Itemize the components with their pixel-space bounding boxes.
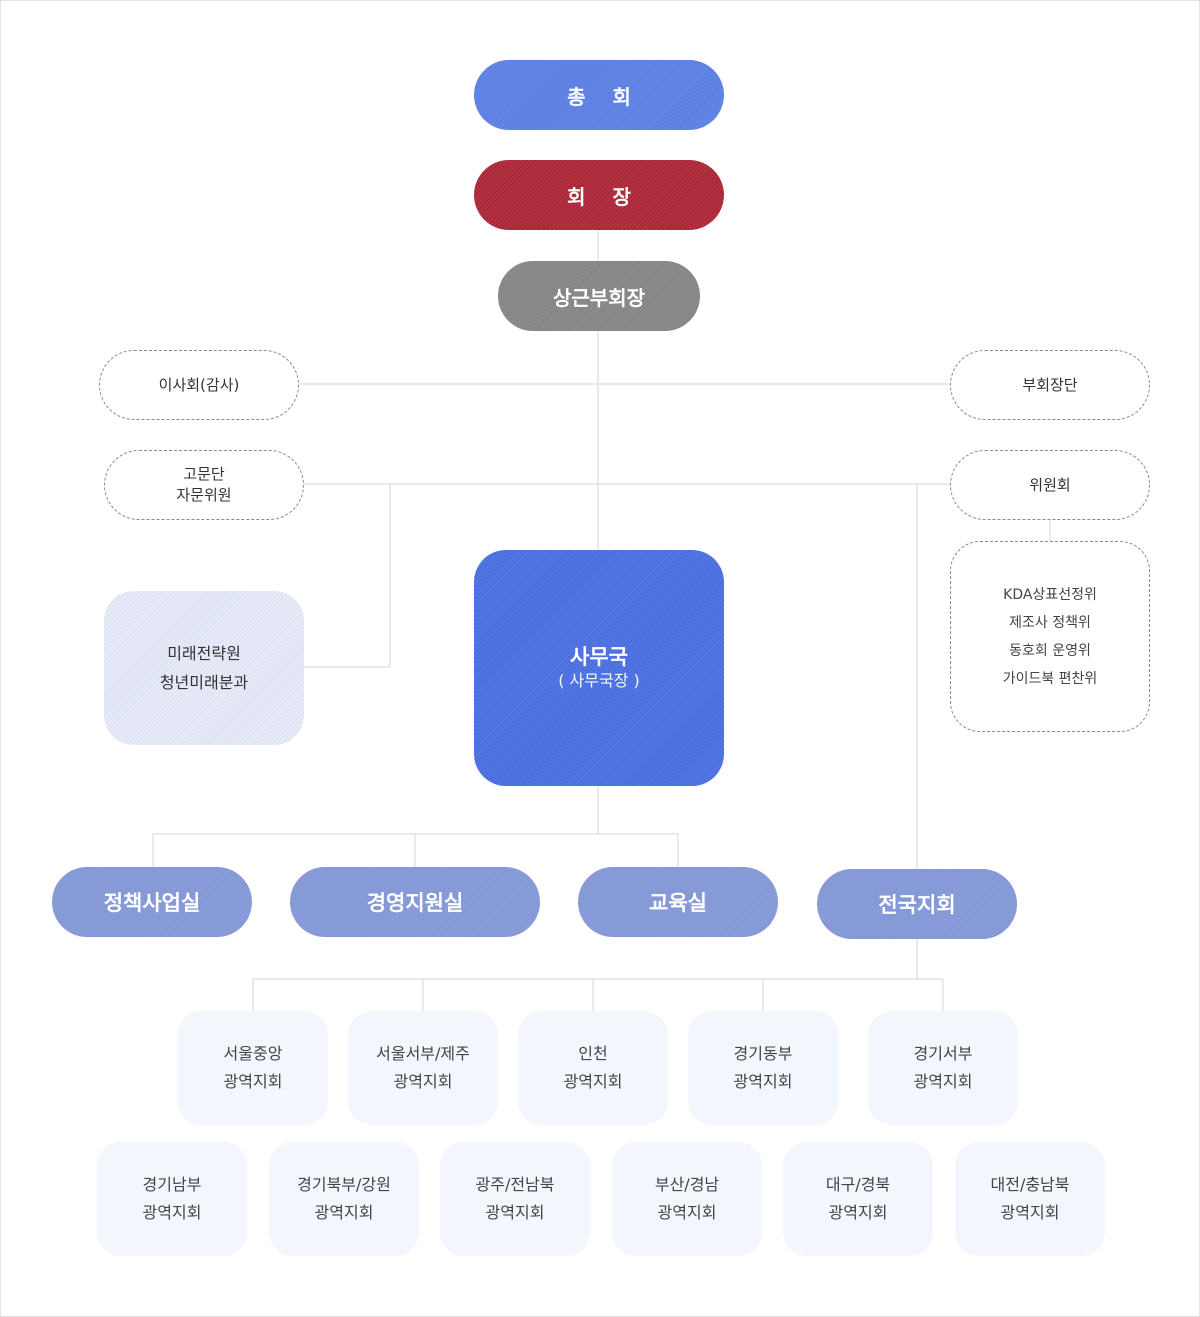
branch-type: 광역지회 xyxy=(393,1072,453,1091)
national-branches-node: 전국지회 xyxy=(817,869,1017,939)
branch-node: 경기동부 광역지회 xyxy=(688,1011,838,1125)
branch-node: 부산/경남 광역지회 xyxy=(612,1142,762,1256)
board-label: 이사회(감사) xyxy=(158,375,240,394)
branch-type: 광역지회 xyxy=(1000,1203,1060,1222)
department-label: 교육실 xyxy=(649,891,707,915)
branch-type: 광역지회 xyxy=(485,1203,545,1222)
branch-name: 서울서부/제주 xyxy=(376,1044,470,1063)
future-label-line2: 청년미래분과 xyxy=(159,673,249,692)
secretariat-subtitle: ( 사무국장 ) xyxy=(558,671,640,690)
vice-presidents-label: 부회장단 xyxy=(1022,375,1078,394)
department-policy-node: 정책사업실 xyxy=(52,867,252,937)
advisors-label-line2: 자문위원 xyxy=(176,486,232,504)
branch-node: 경기서부 광역지회 xyxy=(868,1011,1018,1125)
committee-item: 동호회 운영위 xyxy=(1009,642,1091,659)
branch-name: 대구/경북 xyxy=(825,1175,891,1194)
branch-node: 경기남부 광역지회 xyxy=(97,1142,247,1256)
advisors-node: 고문단 자문위원 xyxy=(104,450,304,520)
department-label: 경영지원실 xyxy=(366,891,464,915)
general-assembly-label: 총 회 xyxy=(567,84,641,109)
branch-name: 인천 xyxy=(578,1044,608,1063)
branch-name: 경기동부 xyxy=(733,1044,793,1063)
board-node: 이사회(감사) xyxy=(99,350,299,420)
branch-type: 광역지회 xyxy=(142,1203,202,1222)
secretariat-title: 사무국 xyxy=(570,645,628,669)
general-assembly-node: 총 회 xyxy=(474,60,724,130)
department-education-node: 교육실 xyxy=(578,867,778,937)
committee-node: 위원회 xyxy=(950,450,1150,520)
advisors-label-line1: 고문단 xyxy=(183,465,225,483)
national-branches-label: 전국지회 xyxy=(878,893,956,917)
president-node: 회 장 xyxy=(474,160,724,230)
branch-type: 광역지회 xyxy=(223,1072,283,1091)
branch-node: 인천 광역지회 xyxy=(518,1011,668,1125)
committee-item: 제조사 정책위 xyxy=(1009,614,1091,631)
standing-vp-label: 상근부회장 xyxy=(553,285,645,310)
president-label: 회 장 xyxy=(567,184,641,209)
branch-name: 대전/충남북 xyxy=(990,1175,1070,1194)
future-strategy-node: 미래전략원 청년미래분과 xyxy=(104,591,304,745)
branch-type: 광역지회 xyxy=(657,1203,717,1222)
department-management-node: 경영지원실 xyxy=(290,867,540,937)
vice-presidents-node: 부회장단 xyxy=(950,350,1150,420)
branch-type: 광역지회 xyxy=(563,1072,623,1091)
branch-type: 광역지회 xyxy=(314,1203,374,1222)
future-label-line1: 미래전략원 xyxy=(167,644,241,663)
branch-name: 경기남부 xyxy=(142,1175,202,1194)
branch-name: 경기서부 xyxy=(913,1044,973,1063)
committee-item: KDA상표선정위 xyxy=(1003,586,1097,603)
department-label: 정책사업실 xyxy=(103,891,201,915)
branch-name: 서울중앙 xyxy=(223,1044,283,1063)
branch-type: 광역지회 xyxy=(733,1072,793,1091)
committee-list-box: KDA상표선정위 제조사 정책위 동호회 운영위 가이드북 편찬위 xyxy=(950,541,1150,732)
standing-vp-node: 상근부회장 xyxy=(498,261,700,331)
branch-name: 광주/전남북 xyxy=(475,1175,555,1194)
branch-type: 광역지회 xyxy=(913,1072,973,1091)
branch-node: 서울서부/제주 광역지회 xyxy=(348,1011,498,1125)
branch-node: 경기북부/강원 광역지회 xyxy=(269,1142,419,1256)
branch-name: 부산/경남 xyxy=(654,1175,720,1194)
connector-future xyxy=(303,484,391,668)
branch-name: 경기북부/강원 xyxy=(297,1175,391,1194)
branch-node: 대전/충남북 광역지회 xyxy=(955,1142,1105,1256)
secretariat-node: 사무국 ( 사무국장 ) xyxy=(474,550,724,786)
committee-label: 위원회 xyxy=(1029,475,1071,494)
branch-type: 광역지회 xyxy=(828,1203,888,1222)
committee-item: 가이드북 편찬위 xyxy=(1002,670,1098,687)
branch-node: 서울중앙 광역지회 xyxy=(178,1011,328,1125)
branch-node: 대구/경북 광역지회 xyxy=(783,1142,933,1256)
branch-node: 광주/전남북 광역지회 xyxy=(440,1142,590,1256)
